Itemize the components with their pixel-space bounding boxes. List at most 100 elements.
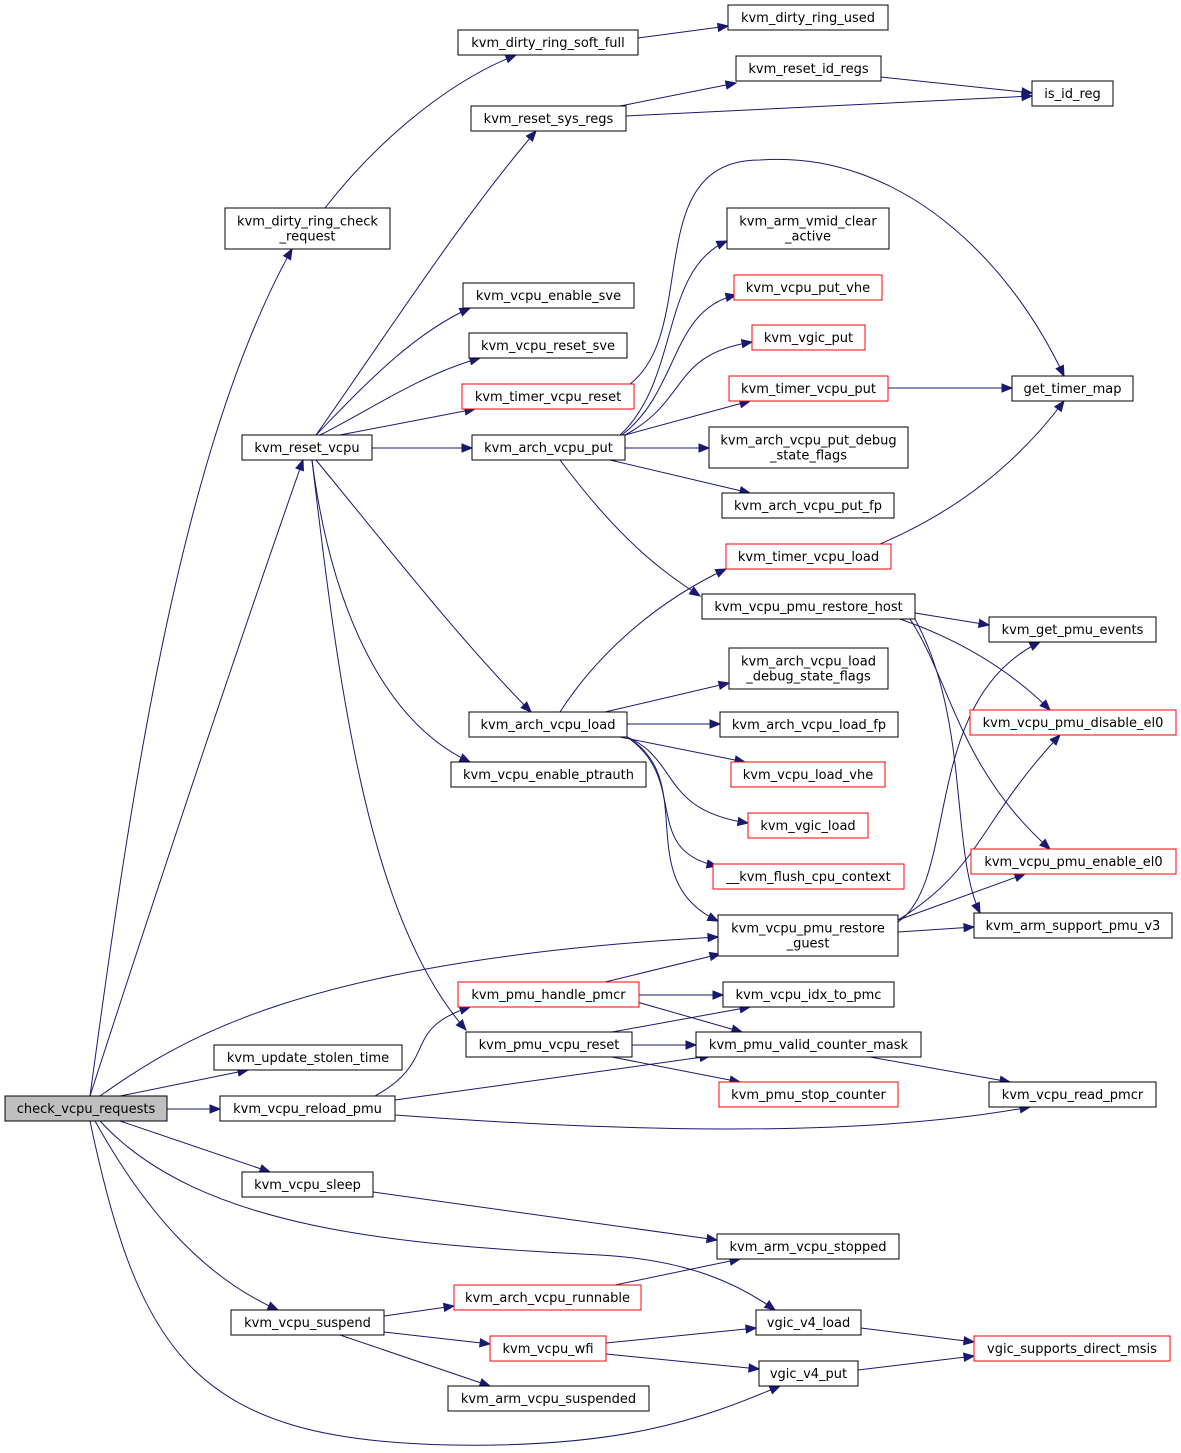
node-kvm-vcpu-pmu-restore-host[interactable]: kvm_vcpu_pmu_restore_host	[701, 593, 916, 620]
node-label: kvm_pmu_valid_counter_mask	[709, 1038, 909, 1053]
node-kvm-vcpu-idx-to-pmc[interactable]: kvm_vcpu_idx_to_pmc	[722, 981, 895, 1008]
edge-check_vcpu_requests-to-kvm_vcpu_pmu_restore_guest	[99, 932, 720, 1097]
node-kvm-vcpu-pmu-restore-guest[interactable]: kvm_vcpu_pmu_restore_guest	[717, 914, 899, 957]
node-label: kvm_timer_vcpu_load	[738, 550, 879, 565]
node-kvm-vcpu-pmu-enable-el0[interactable]: kvm_vcpu_pmu_enable_el0	[970, 848, 1177, 875]
edge-kvm_arch_vcpu_put-to-kvm_arch_vcpu_put_debug_state_flags	[625, 443, 711, 453]
node-label: kvm_arm_vcpu_stopped	[729, 1240, 886, 1255]
edge-kvm_reset_vcpu-to-kvm_vcpu_enable_sve	[315, 307, 472, 436]
edge-kvm_reset_vcpu-to-kvm_timer_vcpu_reset	[339, 406, 477, 436]
edge-kvm_arch_vcpu_put-to-kvm_vgic_put	[624, 338, 754, 436]
edge-kvm_reset_vcpu-to-kvm_vcpu_enable_ptrauth	[311, 459, 472, 763]
node-kvm-arch-vcpu-load[interactable]: kvm_arch_vcpu_load	[468, 711, 628, 738]
node-label: _guest	[786, 937, 830, 952]
node-vgic-v4-put[interactable]: vgic_v4_put	[758, 1360, 859, 1387]
node-kvm-arch-vcpu-put-debug-state-flags[interactable]: kvm_arch_vcpu_put_debug_state_flags	[708, 426, 909, 469]
node-label: kvm_reset_vcpu	[254, 441, 359, 456]
edge-check_vcpu_requests-to-vgic_v4_put	[89, 1120, 782, 1446]
edge-kvm_vcpu_sleep-to-kvm_arm_vcpu_stopped	[372, 1191, 719, 1244]
node-kvm-vcpu-load-vhe[interactable]: kvm_vcpu_load_vhe	[730, 761, 886, 788]
edge-kvm_vcpu_reload_pmu-to-kvm_vcpu_read_pmcr	[394, 1104, 1032, 1130]
node-kvm-timer-vcpu-reset[interactable]: kvm_timer_vcpu_reset	[461, 383, 635, 410]
node-kvm-vcpu-enable-sve[interactable]: kvm_vcpu_enable_sve	[462, 282, 635, 309]
node-label: kvm_vcpu_wfi	[502, 1342, 593, 1357]
node-label: check_vcpu_requests	[17, 1102, 156, 1117]
node-label: kvm_pmu_stop_counter	[731, 1088, 886, 1103]
edge-kvm_arch_vcpu_load-to-kvm_vcpu_pmu_restore_guest	[626, 736, 720, 922]
node-kvm-vgic-load[interactable]: kvm_vgic_load	[747, 812, 869, 839]
node-check-vcpu-requests[interactable]: check_vcpu_requests	[4, 1095, 168, 1122]
node-kvm-arch-vcpu-put[interactable]: kvm_arch_vcpu_put	[471, 434, 626, 461]
node-get-timer-map[interactable]: get_timer_map	[1011, 375, 1134, 402]
edge-kvm_reset_vcpu-to-kvm_arch_vcpu_load	[315, 459, 532, 713]
node-kvm-pmu-valid-counter-mask[interactable]: kvm_pmu_valid_counter_mask	[695, 1031, 922, 1058]
node-kvm-reset-id-regs[interactable]: kvm_reset_id_regs	[735, 55, 882, 82]
edge-kvm_dirty_ring_soft_full-to-kvm_dirty_ring_used	[637, 22, 730, 39]
node-label: kvm_vcpu_pmu_restore_host	[714, 600, 902, 615]
node-kvm-vcpu-sleep[interactable]: kvm_vcpu_sleep	[241, 1171, 374, 1198]
node-kvm-dirty-ring-used[interactable]: kvm_dirty_ring_used	[727, 4, 889, 31]
edge-kvm_vcpu_pmu_restore_host-to-kvm_vcpu_pmu_disable_el0	[899, 618, 1051, 711]
node-label: kvm_pmu_vcpu_reset	[479, 1038, 620, 1053]
node-kvm-vgic-put[interactable]: kvm_vgic_put	[751, 324, 866, 351]
node-kvm-get-pmu-events[interactable]: kvm_get_pmu_events	[988, 616, 1157, 643]
node-kvm-pmu-handle-pmcr[interactable]: kvm_pmu_handle_pmcr	[457, 981, 640, 1008]
node-label: kvm_reset_sys_regs	[484, 112, 614, 127]
node-kvm-dirty-ring-check-request[interactable]: kvm_dirty_ring_check_request	[224, 207, 391, 250]
edge-kvm_vcpu_pmu_restore_guest-to-kvm_arm_support_pmu_v3	[897, 922, 976, 933]
node-kvm-update-stolen-time[interactable]: kvm_update_stolen_time	[213, 1044, 403, 1071]
edge-kvm_reset_vcpu-to-kvm_reset_sys_regs	[315, 129, 537, 436]
node-kvm-timer-vcpu-load[interactable]: kvm_timer_vcpu_load	[725, 543, 892, 570]
node-kvm-vcpu-suspend[interactable]: kvm_vcpu_suspend	[230, 1309, 385, 1336]
node-kvm-reset-sys-regs[interactable]: kvm_reset_sys_regs	[470, 105, 627, 132]
edge-check_vcpu_requests-to-kvm_dirty_ring_check_request	[89, 247, 293, 1097]
node-kvm-timer-vcpu-put[interactable]: kvm_timer_vcpu_put	[728, 375, 889, 402]
node-label: vgic_supports_direct_msis	[987, 1342, 1157, 1357]
node-kvm-dirty-ring-soft-full[interactable]: kvm_dirty_ring_soft_full	[457, 29, 639, 56]
node-kvm-arm-vcpu-suspended[interactable]: kvm_arm_vcpu_suspended	[447, 1385, 650, 1412]
node-label: kvm_vcpu_idx_to_pmc	[736, 988, 882, 1003]
node-kvm-arch-vcpu-load-debug-state-flags[interactable]: kvm_arch_vcpu_load_debug_state_flags	[728, 647, 889, 690]
node-kvm-vcpu-enable-ptrauth[interactable]: kvm_vcpu_enable_ptrauth	[450, 761, 647, 788]
node-kvm-vcpu-pmu-disable-el0[interactable]: kvm_vcpu_pmu_disable_el0	[969, 709, 1177, 736]
node-kvm-pmu-vcpu-reset[interactable]: kvm_pmu_vcpu_reset	[465, 1031, 633, 1058]
node-kvm-vcpu-reload-pmu[interactable]: kvm_vcpu_reload_pmu	[219, 1095, 396, 1122]
node-label: kvm_arch_vcpu_load	[741, 655, 876, 670]
node-kvm-pmu-stop-counter[interactable]: kvm_pmu_stop_counter	[718, 1081, 899, 1108]
node-label: kvm_reset_id_regs	[748, 62, 868, 77]
edge-kvm_arch_vcpu_put-to-kvm_vcpu_pmu_restore_host	[559, 459, 702, 597]
node-kvm-arm-support-pmu-v3[interactable]: kvm_arm_support_pmu_v3	[973, 912, 1173, 939]
node-label: kvm_vcpu_sleep	[254, 1178, 361, 1193]
edge-kvm_vcpu_wfi-to-vgic_v4_load	[605, 1324, 758, 1344]
edge-kvm_reset_vcpu-to-kvm_arch_vcpu_put	[372, 443, 474, 453]
node-label: kvm_arm_vmid_clear	[739, 215, 877, 230]
edge-kvm_timer_vcpu_put-to-get_timer_map	[888, 383, 1014, 393]
node-label: kvm_vcpu_read_pmcr	[1002, 1088, 1144, 1103]
node-kvm-vcpu-put-vhe[interactable]: kvm_vcpu_put_vhe	[733, 274, 883, 301]
node-label: vgic_v4_load	[767, 1316, 850, 1331]
node-kvm-arm-vmid-clear-active[interactable]: kvm_arm_vmid_clear_active	[726, 207, 890, 250]
node-kvm-arch-vcpu-put-fp[interactable]: kvm_arch_vcpu_put_fp	[721, 492, 895, 519]
node-kvm-arch-vcpu-load-fp[interactable]: kvm_arch_vcpu_load_fp	[719, 711, 899, 738]
node-label: __kvm_flush_cpu_context	[725, 870, 890, 885]
node-kvm-vcpu-reset-sve[interactable]: kvm_vcpu_reset_sve	[468, 332, 628, 359]
node-label: _state_flags	[769, 449, 847, 464]
edge-check_vcpu_requests-to-kvm_vcpu_sleep	[119, 1120, 272, 1174]
node-label: vgic_v4_put	[770, 1367, 847, 1382]
node-kvm-arch-vcpu-runnable[interactable]: kvm_arch_vcpu_runnable	[453, 1284, 642, 1311]
node-kvm-vcpu-wfi[interactable]: kvm_vcpu_wfi	[489, 1335, 607, 1362]
node-is-id-reg[interactable]: is_id_reg	[1031, 80, 1114, 107]
edge-kvm_vcpu_reload_pmu-to-kvm_pmu_valid_counter_mask	[394, 1052, 712, 1101]
edge-kvm_vcpu_suspend-to-kvm_arm_vcpu_suspended	[339, 1334, 492, 1388]
node-kvm-reset-vcpu[interactable]: kvm_reset_vcpu	[241, 434, 373, 461]
node-label: get_timer_map	[1024, 382, 1122, 397]
node-kvm-vcpu-read-pmcr[interactable]: kvm_vcpu_read_pmcr	[988, 1081, 1157, 1108]
edge-kvm_vcpu_pmu_restore_guest-to-kvm_vcpu_pmu_disable_el0	[897, 734, 1061, 921]
node-vgic-v4-load[interactable]: vgic_v4_load	[755, 1309, 862, 1336]
edge-vgic_v4_load-to-vgic_supports_direct_msis	[860, 1327, 976, 1346]
node-vgic-supports-direct-msis[interactable]: vgic_supports_direct_msis	[973, 1335, 1171, 1362]
node-kvm-arm-vcpu-stopped[interactable]: kvm_arm_vcpu_stopped	[716, 1233, 900, 1260]
node---kvm-flush-cpu-context[interactable]: __kvm_flush_cpu_context	[712, 863, 905, 890]
edge-kvm_reset_vcpu-to-kvm_pmu_vcpu_reset	[311, 459, 467, 1032]
